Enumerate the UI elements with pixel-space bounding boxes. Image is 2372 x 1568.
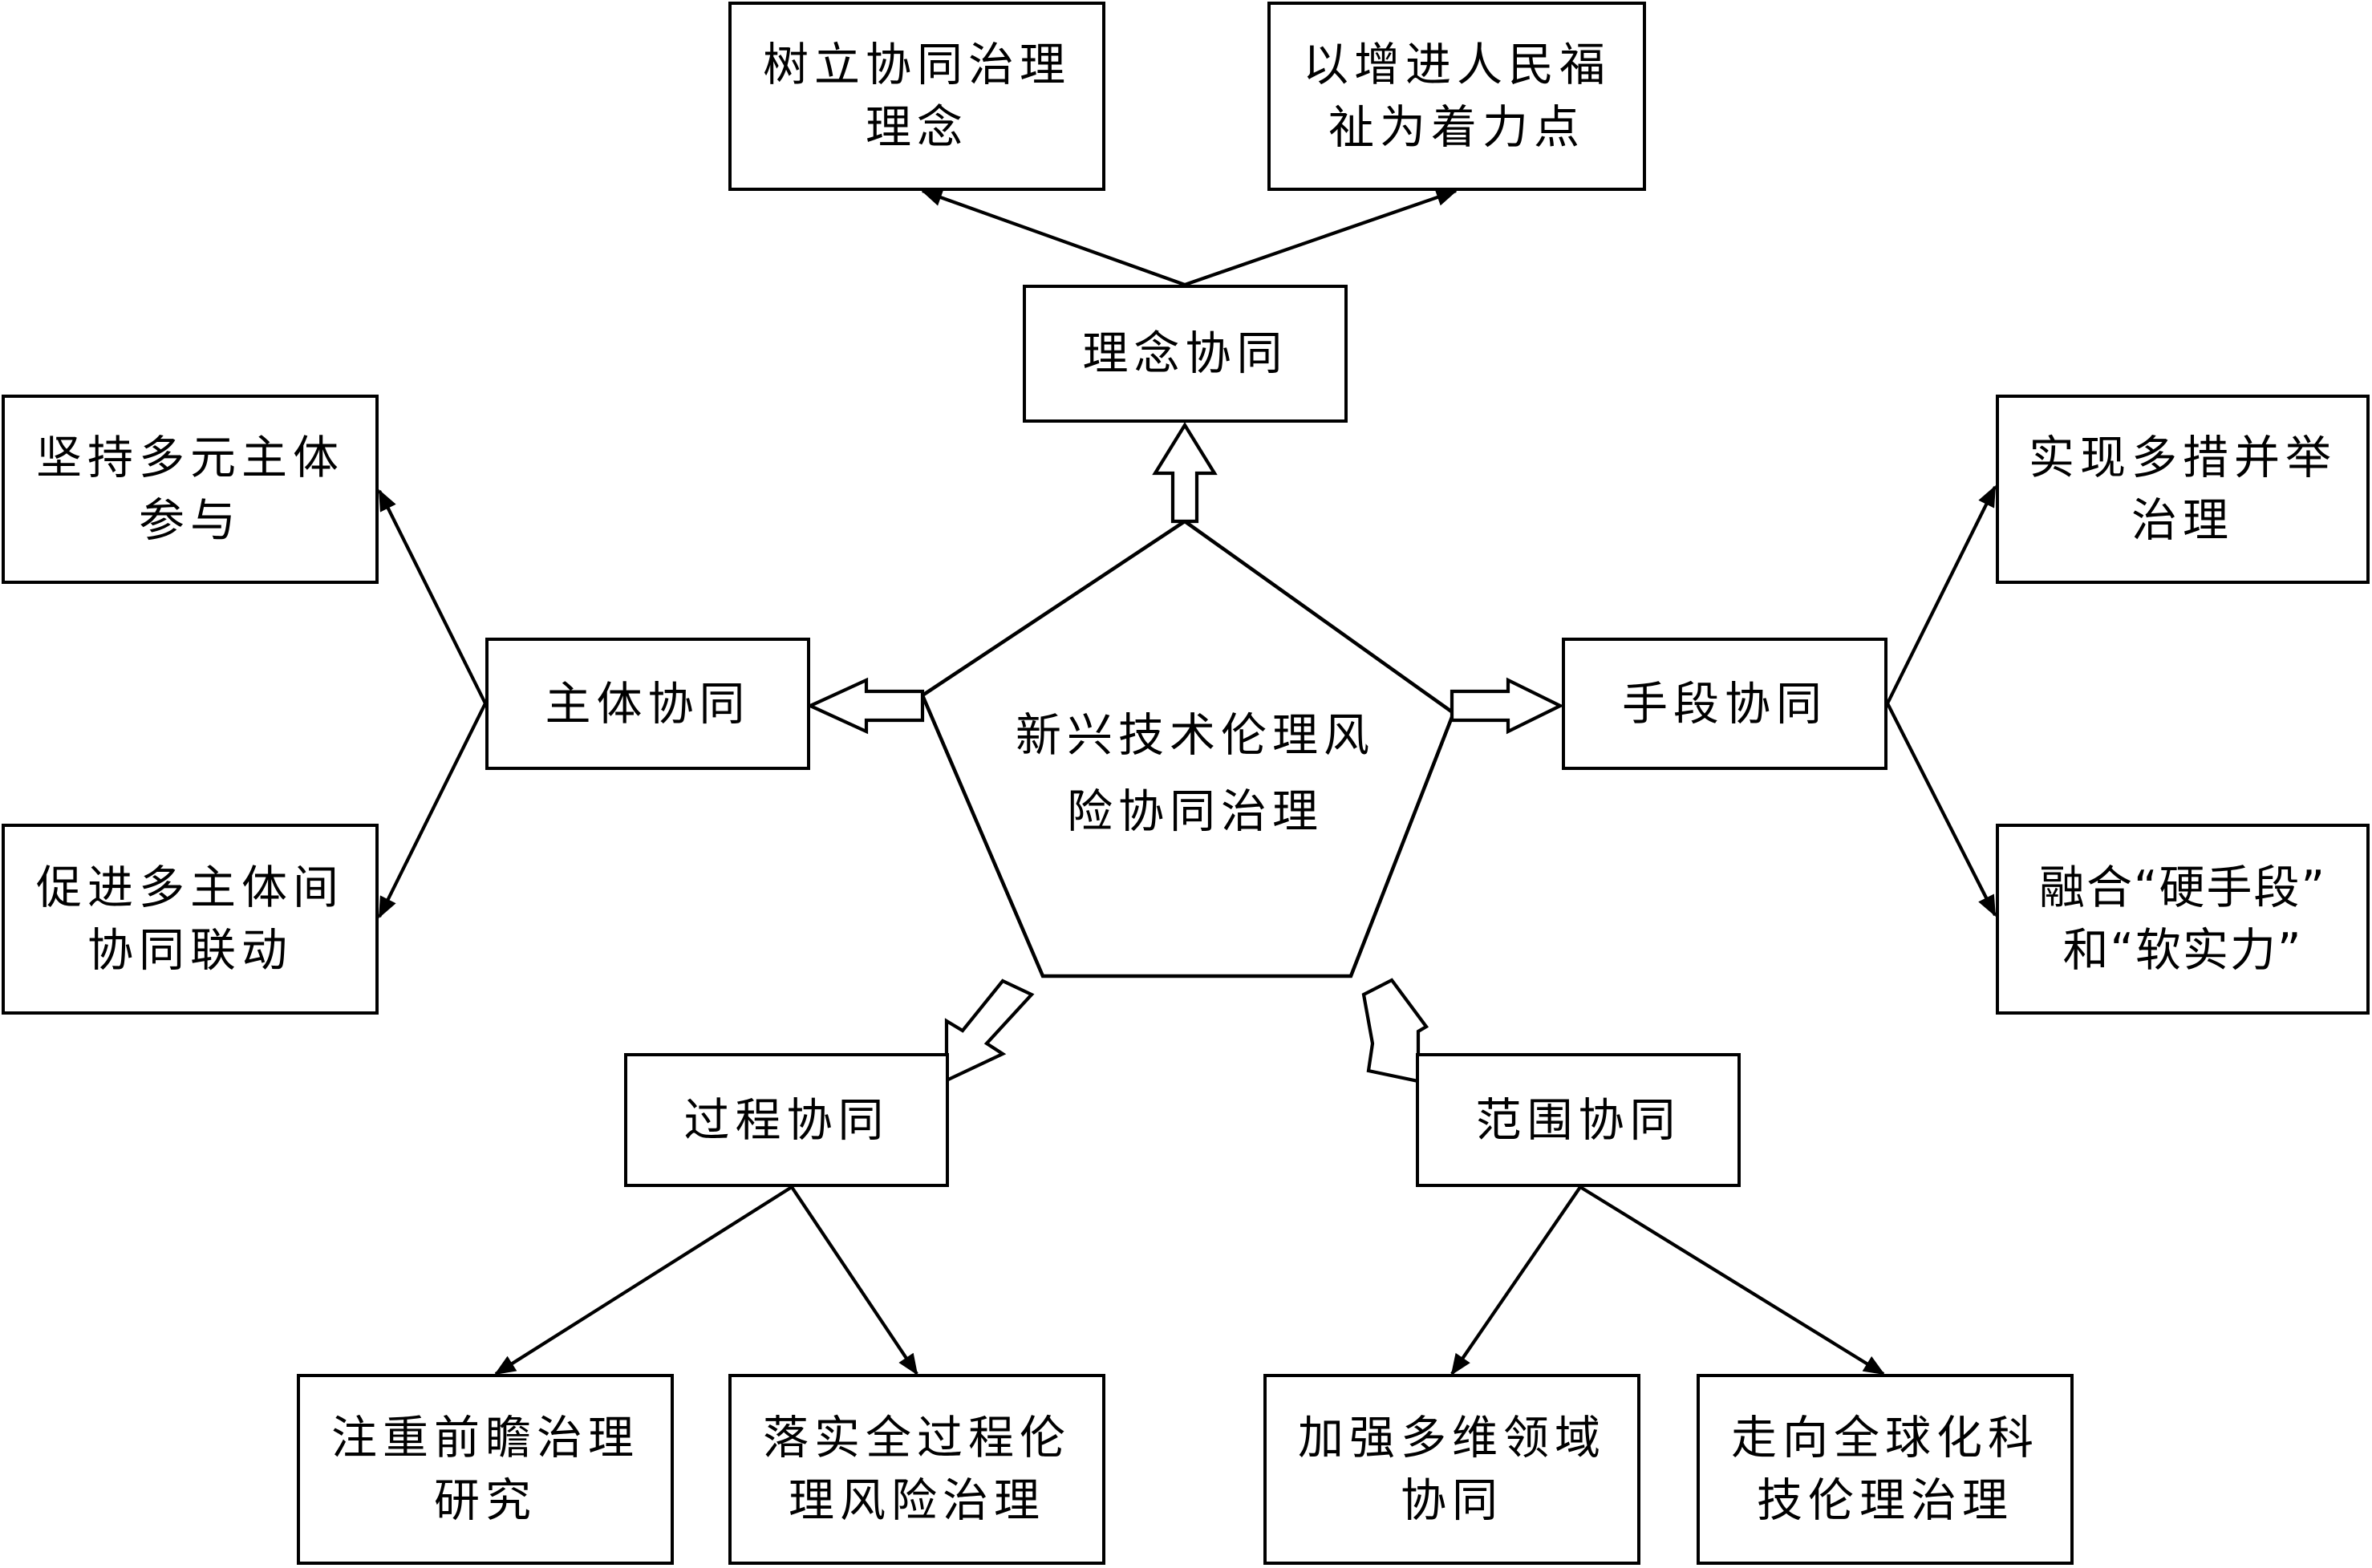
leaf-top-left-line2: 理念 xyxy=(866,101,968,154)
leaf-left-top-line1: 坚持多元主体 xyxy=(36,432,344,484)
leaf-top-right-line1: 以增进人民福 xyxy=(1303,38,1611,91)
block-arrow-right xyxy=(1450,677,1564,735)
hub-top: 理念协同 xyxy=(1023,285,1348,423)
leaf-bottom-3-line1: 加强多维领域 xyxy=(1298,1412,1606,1465)
center-pentagon xyxy=(920,519,1456,978)
leaf-right-bottom: 融合“硬手段” 和“软实力” xyxy=(1996,824,2370,1015)
leaf-bottom-4-line2: 技伦理治理 xyxy=(1757,1474,2013,1527)
leaf-bottom-2-line2: 理风险治理 xyxy=(789,1474,1045,1527)
leaf-bottom-4: 走向全球化科 技伦理治理 xyxy=(1697,1374,2074,1565)
arrow-to-bottom-1-leaf xyxy=(494,1185,793,1376)
leaf-right-top-line2: 治理 xyxy=(2131,494,2234,547)
leaf-top-left-line1: 树立协同治理 xyxy=(763,38,1071,91)
arrow-to-top-left-leaf xyxy=(920,188,1186,286)
leaf-right-bottom-line1: 融合“硬手段” xyxy=(2038,861,2327,914)
leaf-left-top: 坚持多元主体 参与 xyxy=(2,395,379,584)
hub-left-label: 主体协同 xyxy=(545,677,751,731)
leaf-left-bottom-line1: 促进多主体间 xyxy=(36,861,344,914)
block-arrow-up xyxy=(1152,421,1218,524)
arrow-to-right-top-leaf xyxy=(1886,485,1997,704)
hub-bottom-right: 范围协同 xyxy=(1416,1053,1741,1187)
leaf-right-top-line1: 实现多措并举 xyxy=(2029,432,2337,484)
leaf-right-top: 实现多措并举 治理 xyxy=(1996,395,2370,584)
leaf-top-left: 树立协同治理 理念 xyxy=(728,2,1105,191)
hub-bottom-left-label: 过程协同 xyxy=(683,1093,890,1147)
arrow-to-left-top-leaf xyxy=(378,489,487,704)
center-title-line2: 险协同治理 xyxy=(1067,785,1324,838)
leaf-bottom-1-line1: 注重前瞻治理 xyxy=(331,1412,639,1465)
arrow-to-bottom-2-leaf xyxy=(790,1185,918,1376)
leaf-bottom-1-line2: 研究 xyxy=(434,1474,537,1527)
arrow-to-top-right-leaf xyxy=(1184,188,1458,286)
leaf-left-bottom-line2: 协同联动 xyxy=(87,924,293,977)
arrow-to-bottom-4-leaf xyxy=(1579,1185,1885,1376)
hub-top-label: 理念协同 xyxy=(1082,327,1288,380)
leaf-bottom-1: 注重前瞻治理 研究 xyxy=(297,1374,674,1565)
leaf-bottom-3-line2: 协同 xyxy=(1401,1474,1503,1527)
arrow-to-left-bottom-leaf xyxy=(378,703,487,918)
hub-bottom-left: 过程协同 xyxy=(624,1053,949,1187)
block-arrow-left xyxy=(805,677,925,735)
arrow-to-right-bottom-leaf xyxy=(1886,703,1997,917)
hub-right-label: 手段协同 xyxy=(1622,677,1827,731)
hub-right: 手段协同 xyxy=(1562,638,1887,770)
arrow-to-bottom-3-leaf xyxy=(1450,1185,1582,1376)
leaf-top-right-line2: 祉为着力点 xyxy=(1328,101,1585,154)
leaf-bottom-4-line1: 走向全球化科 xyxy=(1731,1412,2039,1465)
leaf-left-bottom: 促进多主体间 协同联动 xyxy=(2,824,379,1015)
leaf-bottom-3: 加强多维领域 协同 xyxy=(1263,1374,1640,1565)
leaf-bottom-2-line1: 落实全过程伦 xyxy=(763,1412,1071,1465)
hub-bottom-right-label: 范围协同 xyxy=(1475,1093,1681,1147)
leaf-bottom-2: 落实全过程伦 理风险治理 xyxy=(728,1374,1105,1565)
leaf-right-bottom-line2: 和“软实力” xyxy=(2062,924,2303,977)
leaf-top-right: 以增进人民福 祉为着力点 xyxy=(1267,2,1646,191)
leaf-left-top-line2: 参与 xyxy=(139,494,241,547)
block-arrow-down-left xyxy=(944,978,1035,1084)
center-title-line1: 新兴技术伦理风 xyxy=(1016,709,1375,762)
center-title: 新兴技术伦理风 险协同治理 xyxy=(955,690,1436,858)
hub-left: 主体协同 xyxy=(485,638,810,770)
